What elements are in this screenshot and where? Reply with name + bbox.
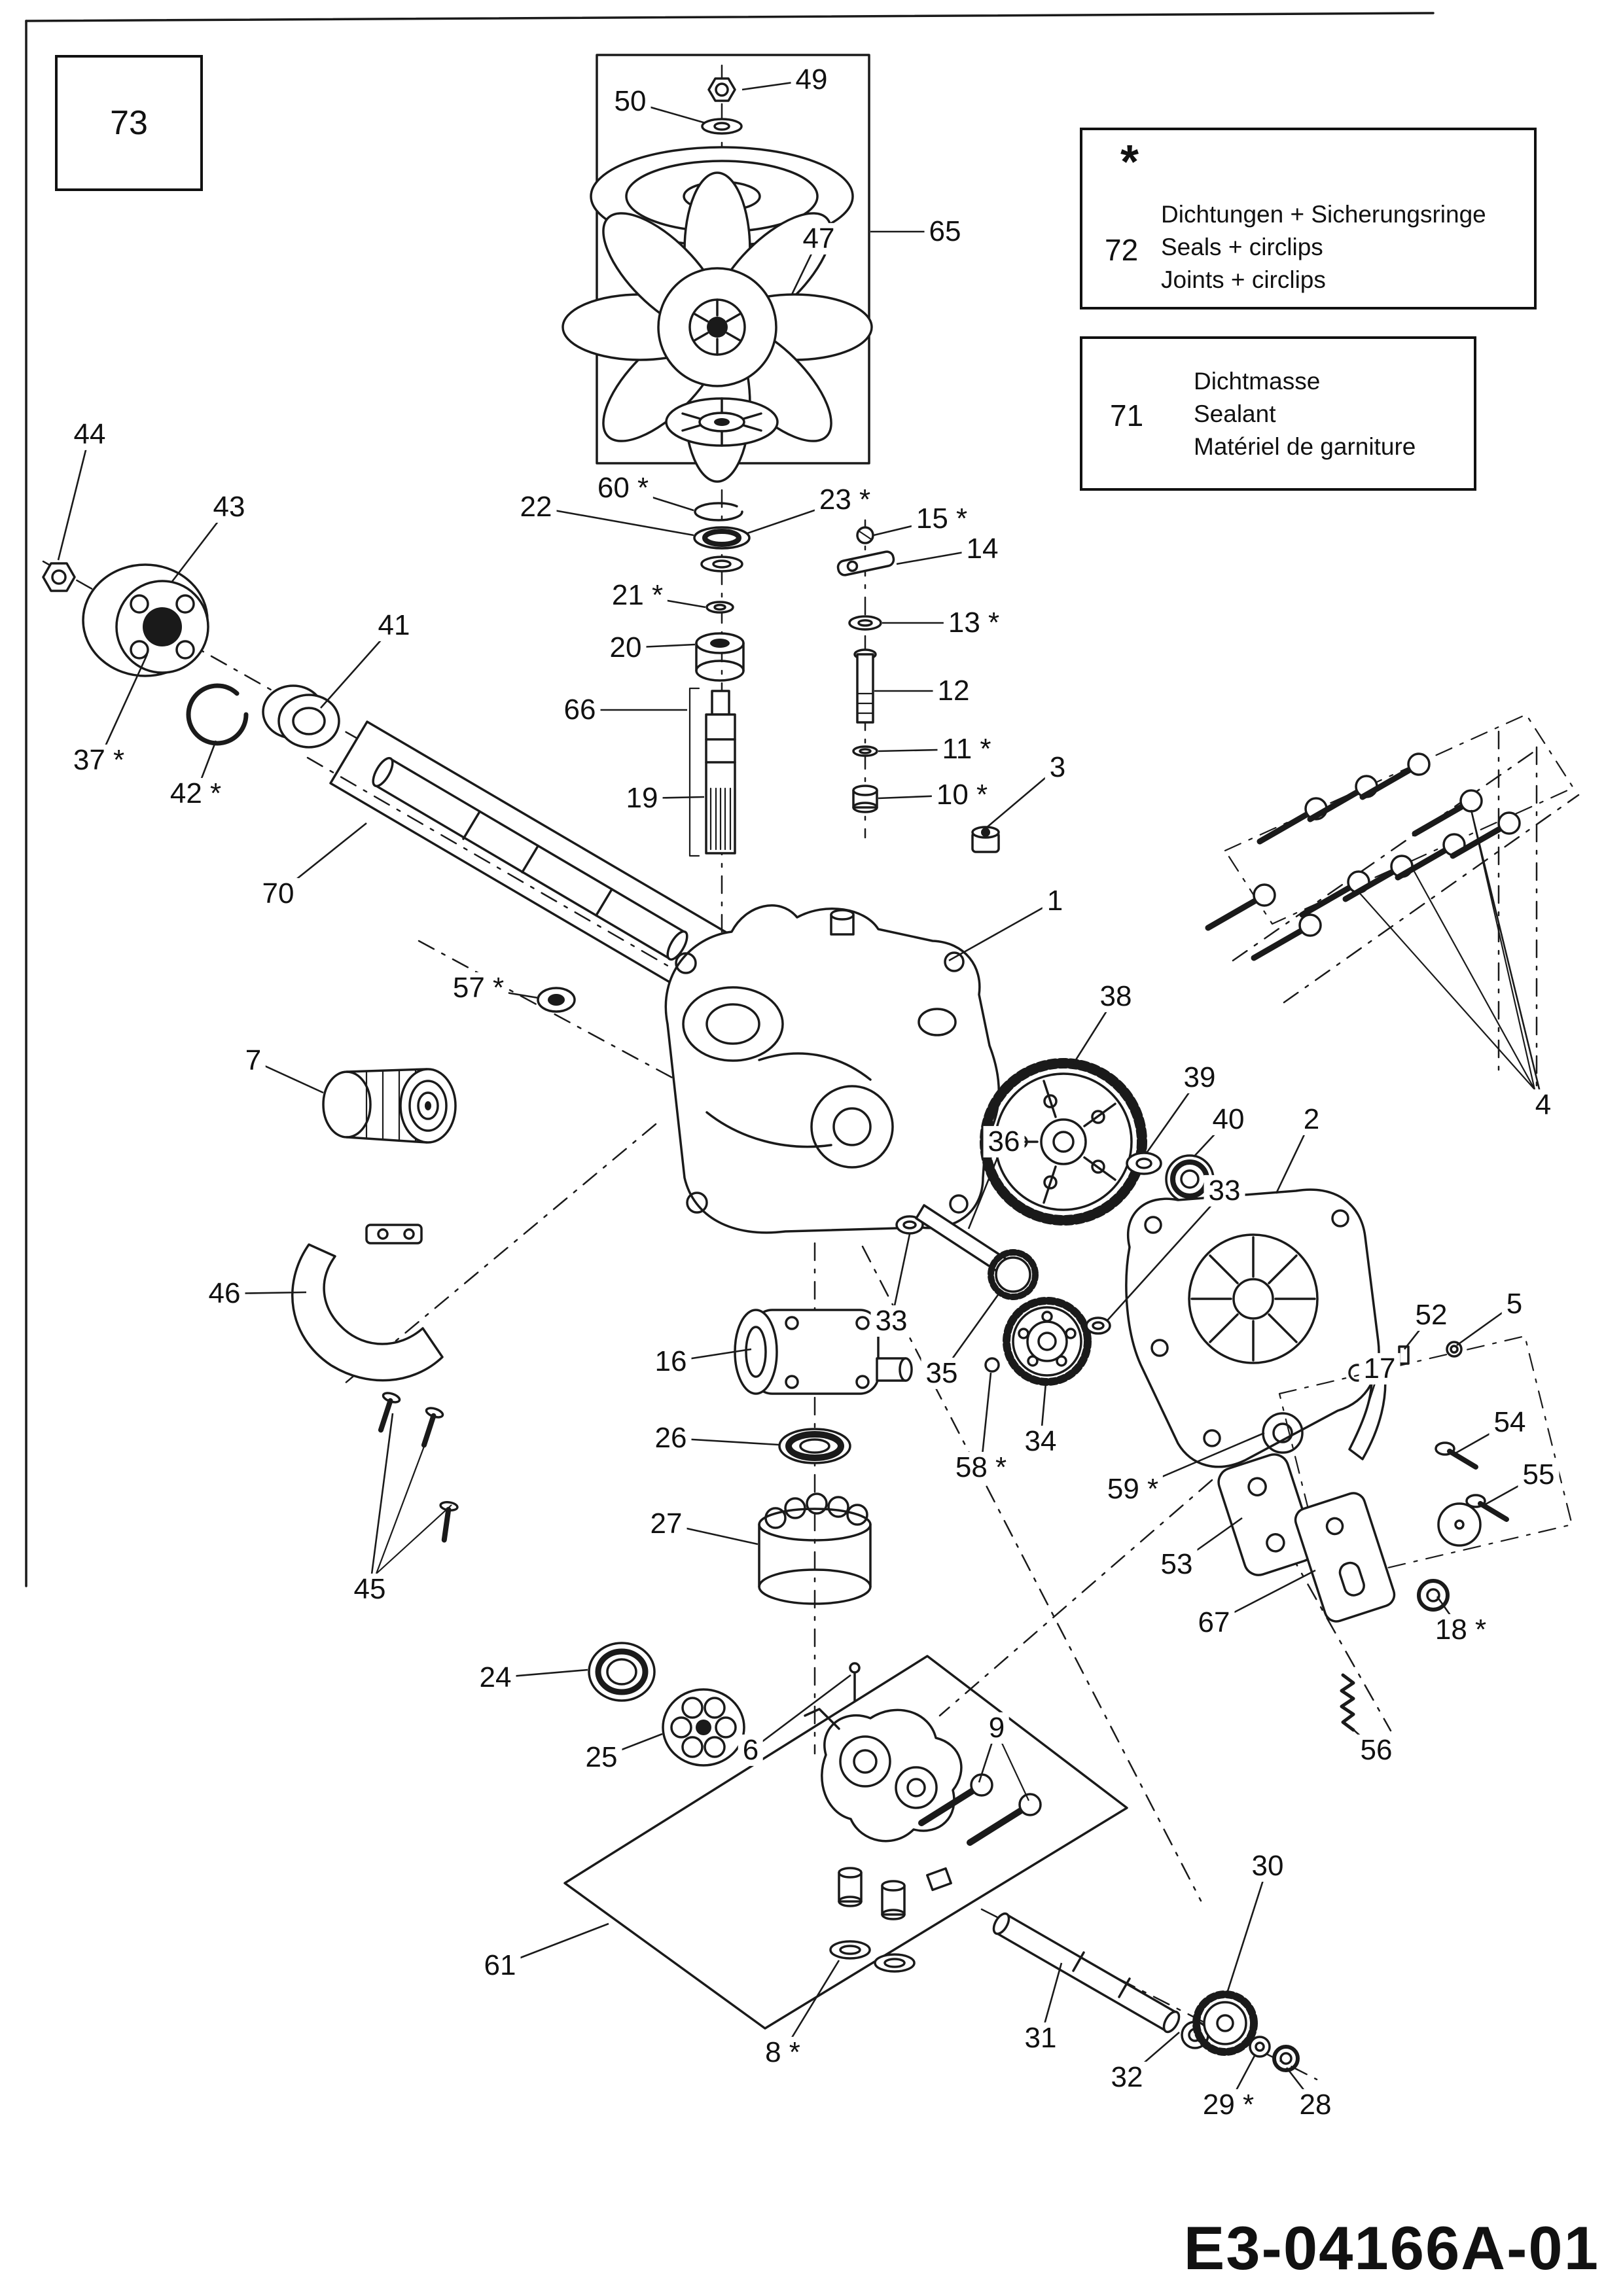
callout-25: 25 bbox=[580, 1741, 622, 1774]
callout-17: 17 bbox=[1359, 1352, 1400, 1385]
callout-7: 7 bbox=[240, 1044, 266, 1077]
callout-13: 13 * bbox=[943, 607, 1005, 639]
final-drive-gear bbox=[980, 1058, 1215, 1226]
legend-seals-line-fr: Joints + circlips bbox=[1161, 266, 1326, 293]
housing-screws bbox=[1208, 713, 1575, 958]
callout-34: 34 bbox=[1020, 1425, 1061, 1458]
callout-58: 58 * bbox=[950, 1451, 1012, 1484]
callout-44: 44 bbox=[69, 418, 111, 451]
callout-15: 15 * bbox=[911, 503, 972, 535]
callout-31: 31 bbox=[1020, 2022, 1061, 2055]
callout-2: 2 bbox=[1298, 1103, 1325, 1136]
callout-33: 33 bbox=[1204, 1174, 1245, 1207]
callout-20: 20 bbox=[605, 631, 647, 664]
legend-seals-line-de: Dichtungen + Sicherungsringe bbox=[1161, 201, 1486, 228]
output-shaft-group bbox=[992, 1912, 1300, 2072]
axle-seal bbox=[537, 987, 576, 1013]
callout-16: 16 bbox=[650, 1345, 692, 1378]
callout-39: 39 bbox=[1179, 1061, 1221, 1094]
center-section-plate bbox=[563, 1655, 1128, 2030]
callout-40: 40 bbox=[1207, 1103, 1249, 1136]
callout-24: 24 bbox=[474, 1661, 516, 1694]
callout-54: 54 bbox=[1489, 1406, 1531, 1439]
legend-seals-number: 72 bbox=[1105, 233, 1139, 267]
input-shaft-parts bbox=[688, 502, 751, 857]
callout-43: 43 bbox=[208, 491, 250, 523]
callout-45: 45 bbox=[349, 1573, 391, 1606]
callout-67: 67 bbox=[1193, 1606, 1235, 1639]
callout-57: 57 * bbox=[448, 972, 509, 1004]
callout-19: 19 bbox=[621, 782, 663, 815]
drawing-number: E3-04166A-01 bbox=[1183, 2214, 1599, 2282]
reduction-gear-set bbox=[895, 1204, 1111, 1386]
callout-11: 11 * bbox=[937, 733, 996, 766]
callout-60: 60 * bbox=[592, 472, 654, 504]
callout-70: 70 bbox=[257, 877, 299, 910]
callout-46: 46 bbox=[204, 1277, 245, 1310]
fan-pulley-assembly bbox=[562, 54, 873, 483]
callout-10: 10 * bbox=[931, 779, 993, 811]
callout-33: 33 bbox=[870, 1305, 912, 1337]
wheel-hub-assembly bbox=[42, 562, 340, 749]
mounting-fasteners bbox=[836, 526, 1000, 853]
callout-50: 50 bbox=[609, 85, 651, 118]
callout-35: 35 bbox=[921, 1357, 963, 1390]
callout-21: 21 * bbox=[607, 579, 668, 612]
callout-18: 18 * bbox=[1430, 1614, 1491, 1646]
legend-sealant: 71 Dichtmasse Sealant Matériel de garnit… bbox=[1080, 336, 1476, 491]
callout-27: 27 bbox=[645, 1508, 687, 1540]
callout-4: 4 bbox=[1530, 1089, 1556, 1122]
callout-23: 23 * bbox=[814, 484, 876, 516]
callout-6: 6 bbox=[738, 1734, 764, 1767]
callout-8: 8 * bbox=[760, 2036, 805, 2069]
legend-seals-circlips: * 72 Dichtungen + Sicherungsringe Seals … bbox=[1080, 128, 1537, 309]
callout-49: 49 bbox=[791, 63, 832, 96]
callout-3: 3 bbox=[1044, 751, 1071, 784]
axle-shaft bbox=[329, 720, 731, 997]
callout-1: 1 bbox=[1042, 885, 1068, 917]
legend-sealant-number: 71 bbox=[1110, 398, 1144, 433]
callout-59: 59 * bbox=[1102, 1473, 1164, 1506]
belt-guard bbox=[291, 1224, 458, 1541]
callout-53: 53 bbox=[1156, 1548, 1198, 1581]
transaxle-cover bbox=[1125, 1188, 1380, 1468]
callout-32: 32 bbox=[1106, 2061, 1148, 2094]
callout-38: 38 bbox=[1095, 980, 1137, 1013]
callout-42: 42 * bbox=[165, 777, 226, 810]
legend-sealant-line-en: Sealant bbox=[1194, 400, 1276, 427]
charge-pump-stack bbox=[588, 1309, 913, 1767]
callout-56: 56 bbox=[1355, 1734, 1397, 1767]
callout-65: 65 bbox=[924, 215, 966, 248]
asterisk-symbol: * bbox=[1120, 136, 1139, 188]
callout-37: 37 * bbox=[68, 744, 130, 777]
callout-28: 28 bbox=[1294, 2089, 1336, 2121]
callout-41: 41 bbox=[373, 609, 415, 642]
oil-filter bbox=[322, 1068, 457, 1144]
callout-5: 5 bbox=[1501, 1288, 1527, 1320]
callout-29: 29 * bbox=[1198, 2089, 1259, 2121]
sheet-number: 73 bbox=[110, 104, 148, 142]
callout-66: 66 bbox=[559, 694, 601, 726]
sheet-number-box: 73 bbox=[55, 55, 203, 191]
callout-9: 9 bbox=[984, 1712, 1010, 1744]
callout-52: 52 bbox=[1410, 1299, 1452, 1332]
legend-sealant-line-fr: Matériel de garniture bbox=[1194, 433, 1416, 460]
callout-55: 55 bbox=[1518, 1458, 1560, 1491]
legend-sealant-line-de: Dichtmasse bbox=[1194, 368, 1321, 395]
callout-36: 36 bbox=[983, 1125, 1025, 1158]
callout-14: 14 bbox=[961, 533, 1003, 565]
callout-26: 26 bbox=[650, 1422, 692, 1455]
callout-30: 30 bbox=[1247, 1850, 1289, 1882]
callout-12: 12 bbox=[933, 675, 974, 707]
callout-61: 61 bbox=[479, 1949, 521, 1982]
callout-22: 22 bbox=[515, 491, 557, 523]
page-border-rules bbox=[25, 12, 1435, 1587]
transaxle-housing bbox=[664, 904, 1001, 1234]
callout-47: 47 bbox=[798, 222, 840, 255]
legend-seals-line-en: Seals + circlips bbox=[1161, 234, 1323, 260]
